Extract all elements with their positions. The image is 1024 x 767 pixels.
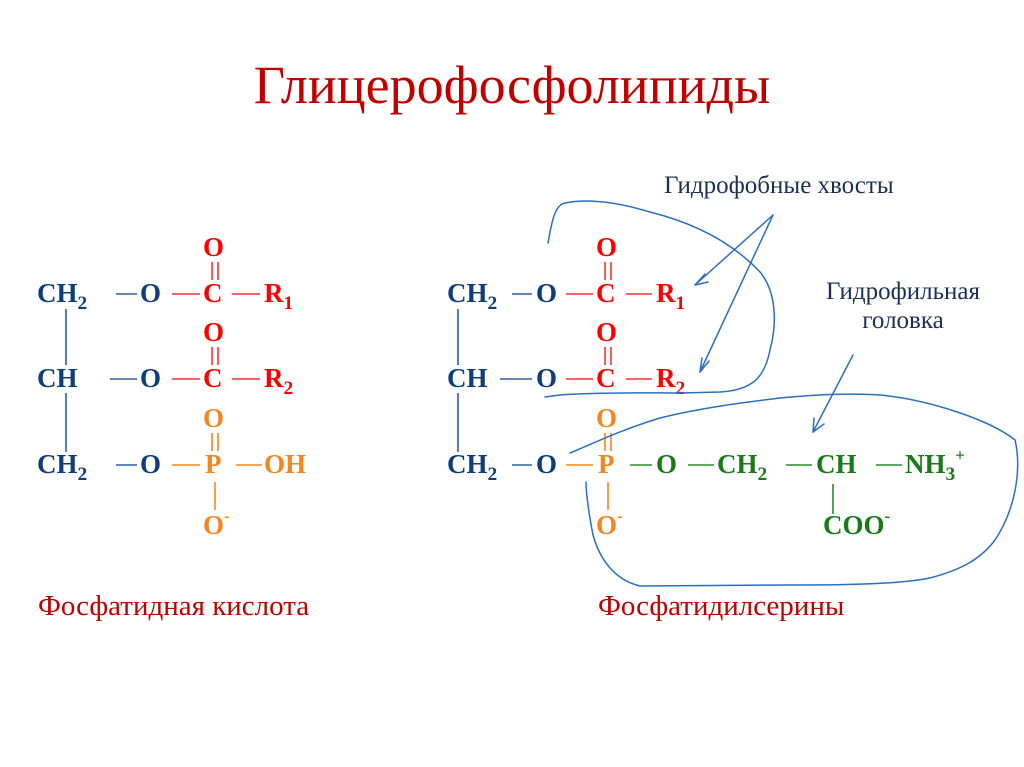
serine-ch2: CH2 — [717, 449, 768, 485]
carbonyl-oxygen-2: O — [596, 317, 618, 347]
ester-oxygen-1: O — [536, 278, 558, 308]
glycerol-ch-middle: CH — [447, 363, 488, 393]
hand-drawn-annotations — [544, 200, 1019, 587]
carbonyl-carbon-2: C — [596, 363, 616, 393]
arrow-to-head-head — [812, 417, 825, 433]
glycerol-ch2-top: CH2 — [447, 278, 498, 314]
left-bonds — [65, 262, 262, 510]
slide-title: Глицерофосфолипиды — [253, 55, 771, 115]
serine-carboxylate: COO- — [823, 506, 891, 540]
arrow-to-r2 — [699, 214, 774, 373]
phosphorus: P — [205, 449, 222, 479]
caption-phosphatidic-acid: Фосфатидная кислота — [38, 590, 310, 622]
ester-oxygen-2: O — [140, 363, 162, 393]
carbonyl-carbon-1: C — [596, 278, 616, 308]
acyl-r1: R1 — [264, 278, 294, 314]
ester-oxygen-1: O — [140, 278, 162, 308]
carbonyl-carbon-2: C — [203, 363, 223, 393]
label-hydrophobic-tails: Гидрофобные хвосты — [664, 172, 894, 199]
serine-ester-oxygen: O — [656, 449, 678, 479]
carbonyl-oxygen-2: O — [203, 317, 225, 347]
carbonyl-carbon-1: C — [203, 278, 223, 308]
label-hydrophilic-head-line1: Гидрофильная — [825, 278, 981, 305]
phosphorus: P — [598, 449, 615, 479]
acyl-r2: R2 — [264, 363, 294, 399]
head-enclosure-loop — [569, 393, 1019, 587]
arrow-to-head — [812, 354, 854, 433]
phosphoryl-oxygen: O — [596, 403, 618, 433]
glycerol-ch2-bottom: CH2 — [447, 449, 498, 485]
carbonyl-oxygen-1: O — [596, 232, 618, 262]
phosphoester-oxygen: O — [140, 449, 162, 479]
glycerol-ch2-top: CH2 — [37, 278, 88, 314]
label-hydrophilic-head: Гидрофильная головка — [790, 278, 1016, 336]
carbonyl-oxygen-1: O — [203, 232, 225, 262]
phosphoester-oxygen: O — [536, 449, 558, 479]
serine-ammonium: NH3+ — [905, 445, 965, 485]
arrow-to-r1 — [694, 214, 774, 286]
right-bonds — [457, 262, 902, 514]
phosphoryl-oxygen: O — [203, 403, 225, 433]
acyl-r2: R2 — [656, 363, 686, 399]
ester-oxygen-2: O — [536, 363, 558, 393]
serine-alpha-ch: CH — [816, 449, 857, 479]
acyl-r1: R1 — [656, 278, 686, 314]
label-hydrophilic-head-line2: головка — [862, 306, 944, 334]
tail-enclosure-loop — [544, 200, 776, 398]
arrow-to-r1-head — [694, 273, 709, 286]
caption-phosphatidylserine: Фосфатидилсерины — [598, 590, 845, 622]
phosphate-oxyanion: O- — [596, 506, 623, 540]
hydroxyl-group: OH — [264, 449, 307, 479]
arrow-to-r2-head — [699, 357, 710, 373]
glycerol-ch-middle: CH — [37, 363, 78, 393]
glycerol-ch2-bottom: CH2 — [37, 449, 88, 485]
phosphate-oxyanion: O- — [203, 506, 230, 540]
